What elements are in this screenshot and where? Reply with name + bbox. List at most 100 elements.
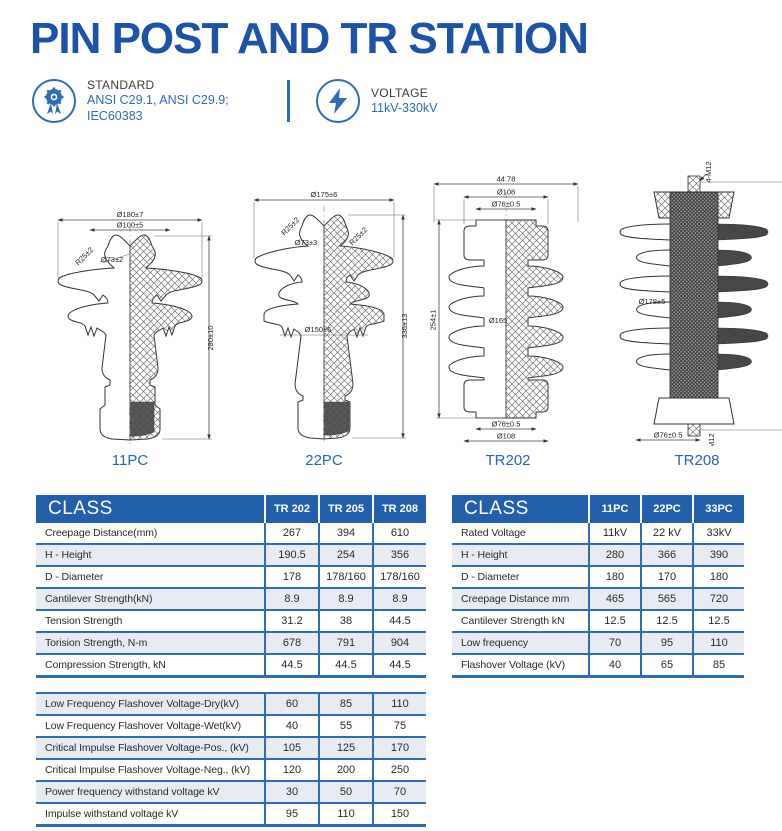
row-value: 120 [264,760,318,781]
voltage-text: VOLTAGE 11kV-330kV [371,86,437,117]
row-value: 11kV [588,523,640,544]
table-row: Low Frequency Flashover Voltage-Dry(kV) … [36,694,426,715]
medal-icon [32,79,76,124]
row-value: 110 [372,694,426,715]
drawing-tr202: 44.78 Ø108 Ø76±0.5 254±1 Ø165 Ø76±0.5 Ø1… [429,175,579,444]
row-value: 678 [264,633,318,654]
insulator-body-22pc [254,206,394,445]
table-row: D - Diameter 178 178/160 178/160 [36,565,426,588]
figure-tr208: 4-M12 Ø178±5 4-M12 Ø76±0.5 TR208 [602,152,782,469]
row-value: 8.9 [264,589,318,610]
row-label: D - Diameter [461,571,520,584]
row-label: Low frequency [461,637,528,650]
row-value: 904 [372,633,426,654]
row-value: 170 [372,738,426,759]
row-value: 8.9 [318,589,372,610]
row-label: Flashover Voltage (kV) [461,659,566,672]
class-header: CLASS [48,498,113,520]
row-value: 70 [372,782,426,803]
row-value: 40 [588,655,640,676]
row-value: 50 [318,782,372,803]
badges-row: STANDARD ANSI C29.1, ANSI C29.9; IEC6038… [32,78,782,124]
row-value: 8.9 [372,589,426,610]
row-label: H - Height [461,549,508,562]
figure-22pc: Ø175±6 R25±2 Ø73±3 R25±2 Ø150±6 336±13 2… [236,188,412,469]
drawings-row: Ø180±7 Ø100±5 Ø73±2 R25±2 280±10 11PC [42,152,782,469]
standard-badge: STANDARD ANSI C29.1, ANSI C29.9; IEC6038… [32,78,247,124]
insulator-body-tr202 [448,192,564,425]
dim-label: R25±2 [279,216,301,238]
table-row: Cantilever Strength kN 12.5 12.5 12.5 [452,609,744,632]
tables-row: CLASS TR 202 TR 205 TR 208 Creepage Dist… [36,495,782,828]
row-value: 60 [264,694,318,715]
row-value: 610 [372,523,426,544]
row-value: 12.5 [588,611,640,632]
table-header-row: CLASS 11PC 22PC 33PC [452,495,744,524]
row-value: 38 [318,611,372,632]
row-value: 720 [692,589,744,610]
row-label: Rated Voltage [461,527,526,540]
dim-label: 280±10 [206,326,215,351]
table-row: Torision Strength, N-m 678 791 904 [36,631,426,654]
row-label: Cantilever Strength(kN) [45,593,153,606]
row-value: 190.5 [264,545,318,566]
row-value: 22 kV [640,523,692,544]
table-row: Creepage Distance mm 465 565 720 [452,587,744,610]
row-value: 170 [640,567,692,588]
row-label: Creepage Distance mm [461,593,570,606]
voltage-label: VOLTAGE [371,85,429,100]
dim-label: Ø108 [497,432,515,441]
dim-label: R25±2 [73,246,95,268]
row-value: 44.5 [372,611,426,632]
drawing-11pc: Ø180±7 Ø100±5 Ø73±2 R25±2 280±10 [57,210,215,445]
drawing-22pc: Ø175±6 R25±2 Ø73±3 R25±2 Ø150±6 336±13 [253,190,409,445]
row-label: Critical Impulse Flashover Voltage-Pos.,… [45,742,249,755]
row-label: D - Diameter [45,571,104,584]
column-header: TR 208 [372,495,426,524]
table-row: Critical Impulse Flashover Voltage-Pos.,… [36,736,426,759]
row-value: 75 [372,716,426,737]
row-value: 465 [588,589,640,610]
table-row: Creepage Distance(mm) 267 394 610 [36,523,426,544]
column-header: 11PC [588,495,640,524]
drawing-caption-11pc: 11PC [111,452,149,470]
column-header: TR 205 [318,495,372,524]
page-title: PIN POST AND TR STATION [30,14,589,63]
dim-label: Ø150±6 [305,325,332,334]
table-row: Cantilever Strength(kN) 8.9 8.9 8.9 [36,587,426,610]
row-value: 31.2 [264,611,318,632]
row-value: 250 [372,760,426,781]
table-row: Critical Impulse Flashover Voltage-Neg.,… [36,758,426,781]
dim-label: Ø76±0.5 [492,420,521,429]
row-value: 356 [372,545,426,566]
dim-label: 336±13 [400,314,409,339]
row-value: 70 [588,633,640,654]
figure-tr202: 44.78 Ø108 Ø76±0.5 254±1 Ø165 Ø76±0.5 Ø1… [428,174,588,469]
row-value: 180 [692,567,744,588]
table-row: H - Height 280 366 390 [452,543,744,566]
table-section-electrical: Low Frequency Flashover Voltage-Dry(kV) … [36,692,426,828]
row-value: 267 [264,523,318,544]
dim-label: 4-M12 [704,162,713,183]
row-value: 565 [640,589,692,610]
row-value: 110 [318,804,372,825]
standard-label: STANDARD [87,78,155,92]
drawing-caption-tr202: TR202 [485,452,531,470]
standard-value: ANSI C29.1, ANSI C29.9; IEC60383 [87,93,229,123]
voltage-value: 11kV-330kV [371,100,438,115]
table-row: Rated Voltage 11kV 22 kV 33kV [452,523,744,544]
dim-label: R25±2 [347,226,369,248]
dim-label: Ø100±5 [117,221,144,230]
dim-label: Ø165 [489,316,507,325]
row-label: Low Frequency Flashover Voltage-Dry(kV) [45,698,239,711]
table-row: D - Diameter 180 170 180 [452,565,744,588]
row-value: 178 [264,567,318,588]
table-row: Tension Strength 31.2 38 44.5 [36,609,426,632]
row-value: 95 [640,633,692,654]
row-value: 55 [318,716,372,737]
row-value: 33kV [692,523,744,544]
row-value: 44.5 [318,655,372,676]
row-value: 95 [264,804,318,825]
table-row: Low Frequency Flashover Voltage-Wet(kV) … [36,714,426,737]
